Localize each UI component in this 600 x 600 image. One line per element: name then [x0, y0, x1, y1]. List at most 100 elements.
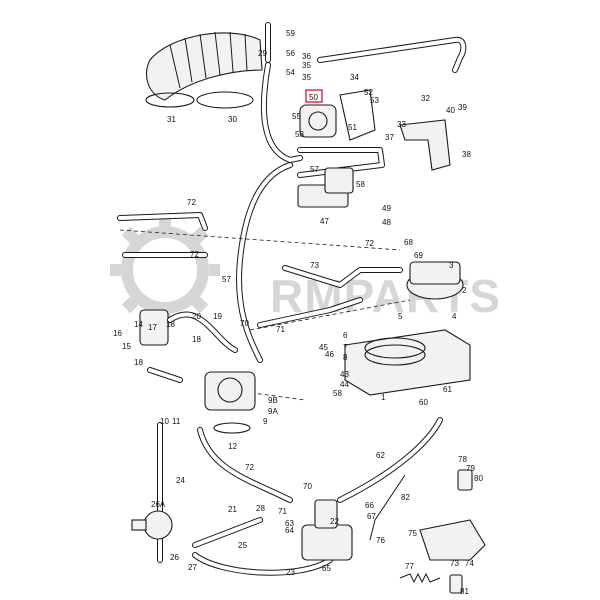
gear-icon [110, 215, 220, 325]
callout-label: 43 [340, 370, 349, 379]
callout-label: 23 [286, 568, 295, 577]
accumulator [131, 510, 173, 540]
callout-labels: 59 29 56 54 36 35 35 34 31 30 50 53 52 3… [113, 29, 483, 596]
callout-label: 12 [228, 442, 237, 451]
callout-label: 79 [466, 464, 475, 473]
callout-label: 72 [187, 198, 196, 207]
callout-label: 72 [365, 239, 374, 248]
callout-label: 30 [228, 115, 237, 124]
callout-label: 73 [450, 559, 459, 568]
callout-label: 66 [365, 501, 374, 510]
callout-label: 9A [268, 407, 278, 416]
callout-label: 77 [405, 562, 414, 571]
callout-label: 45 [319, 343, 328, 352]
callout-label: 31 [167, 115, 176, 124]
aux-air-valve [299, 89, 337, 138]
callout-label: 32 [421, 94, 430, 103]
callout-label: 73 [310, 261, 319, 270]
callout-label: 7 [343, 343, 348, 352]
callout-label: 67 [367, 512, 376, 521]
callout-label: 37 [385, 133, 394, 142]
callout-label: 63 [285, 519, 294, 528]
fuel-distributor [406, 261, 464, 300]
callout-label: 21 [228, 505, 237, 514]
air-flow-sensor [344, 329, 471, 396]
callout-label: 58 [356, 180, 365, 189]
callout-label: 58 [333, 389, 342, 398]
callout-label: 75 [408, 529, 417, 538]
callout-label: 19 [213, 312, 222, 321]
callout-label: 72 [190, 250, 199, 259]
callout-label: 16 [113, 329, 122, 338]
callout-label: 80 [474, 474, 483, 483]
callout-label: 15 [122, 342, 131, 351]
callout-label: 76 [376, 536, 385, 545]
callout-label: 74 [465, 559, 474, 568]
callout-label: 51 [348, 123, 357, 132]
callout-label: 50 [309, 93, 318, 102]
callout-label: 17 [148, 323, 157, 332]
callout-label: 44 [340, 380, 349, 389]
callout-label: 33 [397, 120, 406, 129]
callout-label: 49 [382, 204, 391, 213]
air-intake-hose [145, 31, 263, 109]
callout-label: 6 [343, 331, 348, 340]
warmup-regulator [301, 499, 353, 561]
callout-label: 9 [263, 417, 268, 426]
callout-label: 8 [343, 353, 348, 362]
callout-label: 25 [238, 541, 247, 550]
callout-label: 47 [320, 217, 329, 226]
callout-label: 18 [192, 335, 201, 344]
callout-label: 2 [462, 286, 467, 295]
callout-label: 53 [370, 96, 379, 105]
callout-label: 70 [303, 482, 312, 491]
callout-label: 65 [322, 564, 331, 573]
callout-label: 78 [458, 455, 467, 464]
callout-label: 10 [160, 417, 169, 426]
callout-label: 39 [458, 103, 467, 112]
callout-label: 69 [414, 251, 423, 260]
callout-label: 34 [350, 73, 359, 82]
callout-label: 1 [381, 393, 386, 402]
callout-label: 35 [302, 61, 311, 70]
callout-label: 28 [256, 504, 265, 513]
callout-label: 40 [446, 106, 455, 115]
callout-label: 24 [176, 476, 185, 485]
callout-label: 68 [404, 238, 413, 247]
callout-label: 22 [330, 517, 339, 526]
callout-label: 62 [376, 451, 385, 460]
callout-label: 54 [286, 68, 295, 77]
callout-label: 57 [310, 165, 319, 174]
callout-label: 71 [278, 507, 287, 516]
callout-label: 72 [245, 463, 254, 472]
callout-label: 18 [166, 320, 175, 329]
callout-label: 4 [452, 312, 457, 321]
callout-label: 82 [401, 493, 410, 502]
callout-label: 48 [382, 218, 391, 227]
callout-label: 56 [286, 49, 295, 58]
callout-label: 38 [462, 150, 471, 159]
callout-label: 3 [449, 261, 454, 270]
highlight-box [305, 89, 323, 103]
callout-label: 52 [364, 88, 373, 97]
callout-label: 59 [286, 29, 295, 38]
callout-label: 60 [419, 398, 428, 407]
callout-label: 26 [170, 553, 179, 562]
callout-label: 29 [258, 49, 267, 58]
callout-label: 20 [192, 312, 201, 321]
callout-label: 81 [460, 587, 469, 596]
callout-label: 14 [134, 320, 143, 329]
callout-label: 35 [302, 73, 311, 82]
callout-label: 9B [268, 396, 278, 405]
callout-label: 71 [276, 325, 285, 334]
callout-label: 27 [188, 563, 197, 572]
callout-label: 61 [443, 385, 452, 394]
callout-label: 46 [325, 350, 334, 359]
callout-label: 70 [240, 319, 249, 328]
callout-label: 18 [134, 358, 143, 367]
callout-label: 36 [302, 52, 311, 61]
callout-label: 64 [285, 526, 294, 535]
valve-block [297, 167, 354, 208]
callout-label: 11 [172, 417, 181, 426]
